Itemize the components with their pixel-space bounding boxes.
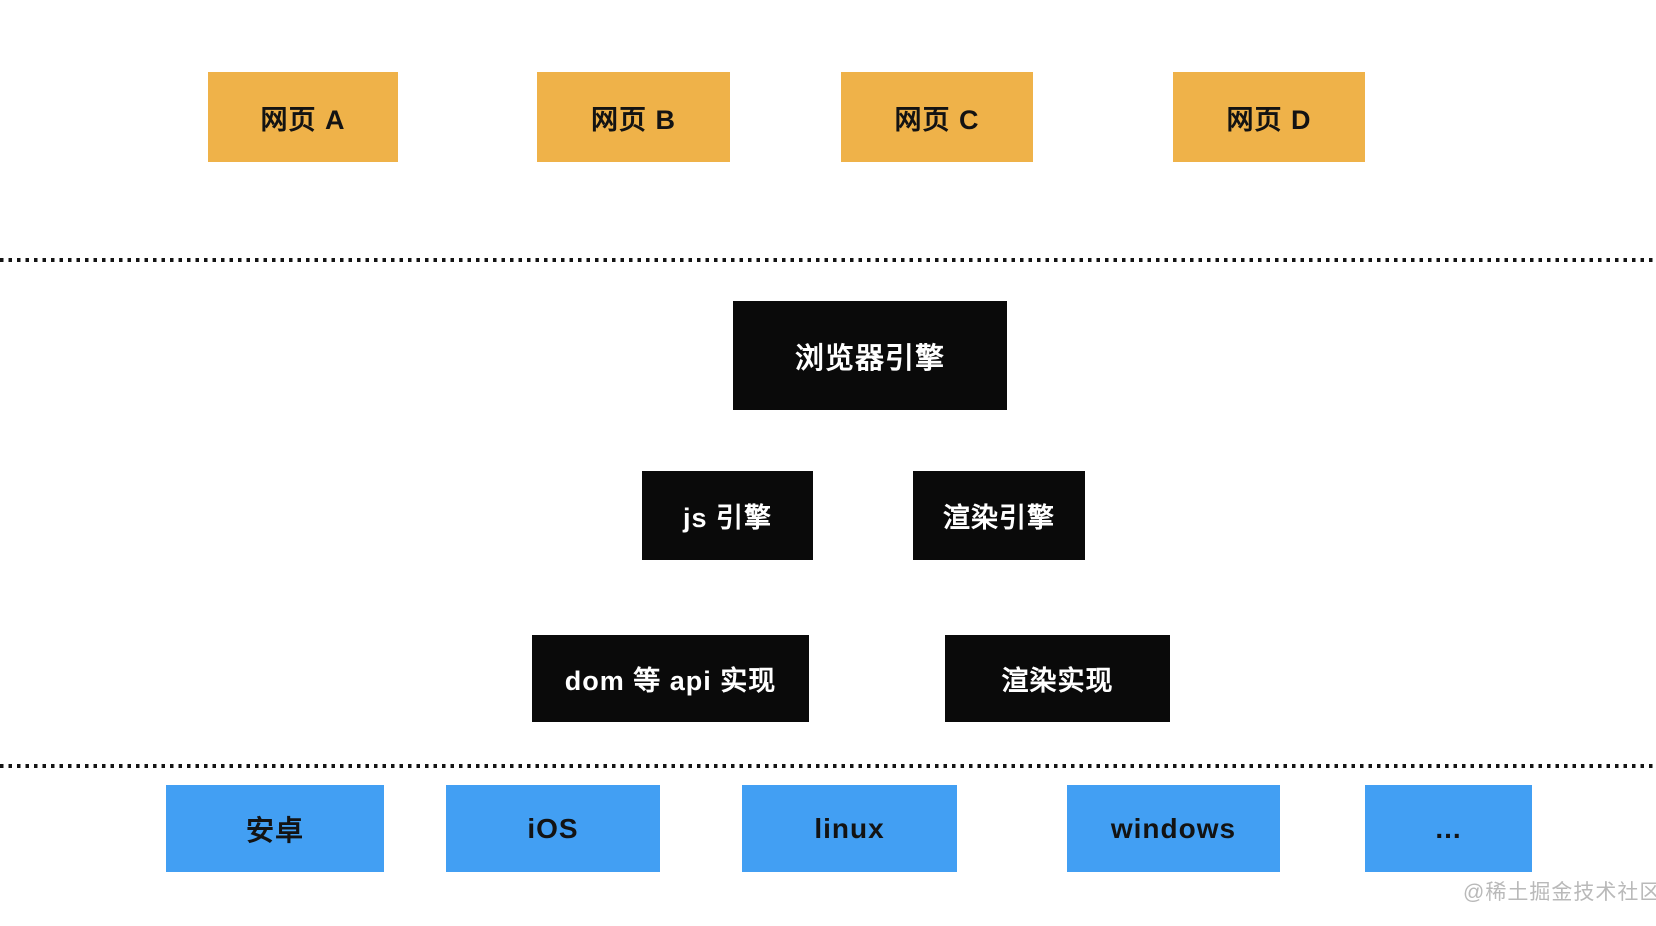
platform-more-box: ... xyxy=(1365,785,1532,872)
render-engine-box: 渲染引擎 xyxy=(913,471,1085,560)
watermark: @稀土掘金技术社区 xyxy=(1463,881,1656,904)
dom-api-implementation-box: dom 等 api 实现 xyxy=(532,635,809,722)
webpage-a-box: 网页 A xyxy=(208,72,398,162)
js-engine-box: js 引擎 xyxy=(642,471,813,560)
platform-windows-box: windows xyxy=(1067,785,1280,872)
webpage-c-box: 网页 C xyxy=(841,72,1033,162)
browser-engine-box: 浏览器引擎 xyxy=(733,301,1007,410)
platform-ios-box: iOS xyxy=(446,785,660,872)
webpage-b-box: 网页 B xyxy=(537,72,730,162)
layer-divider-bottom xyxy=(0,764,1656,768)
platform-linux-box: linux xyxy=(742,785,957,872)
layer-divider-top xyxy=(0,258,1656,262)
webpage-d-box: 网页 D xyxy=(1173,72,1365,162)
render-implementation-box: 渲染实现 xyxy=(945,635,1170,722)
platform-android-box: 安卓 xyxy=(166,785,384,872)
